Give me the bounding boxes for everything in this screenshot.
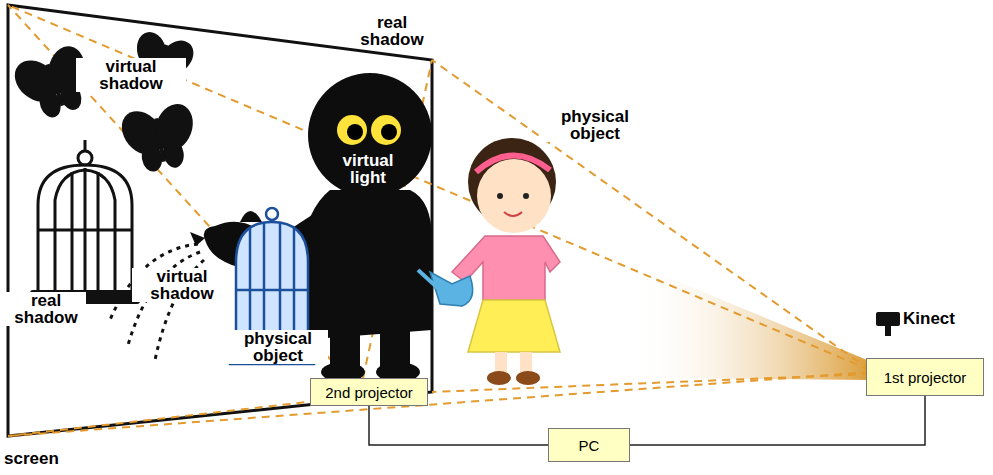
device-label: Kinect [903,310,955,327]
shadow-label: real shadow [6,292,86,326]
object-label: physical object [540,108,650,142]
projector-box: 2nd projector [310,378,428,406]
box-text: 2nd projector [319,384,419,401]
shadow-label: virtual shadow [76,58,186,92]
kinect-sensor [876,312,900,336]
cable-line [630,396,925,445]
projector-box: 1st projector [866,358,984,396]
pc-box: PC [548,428,630,462]
shadow-label: real shadow [352,14,432,48]
shadow-label: virtual shadow [132,268,232,302]
cable-line [369,406,548,445]
box-text: PC [573,437,606,454]
box-text: 1st projector [878,369,973,386]
projector-beam [630,262,872,380]
butterfly-shadows [0,22,208,177]
projection-lines [8,5,870,436]
object-label: physical object [228,330,328,364]
screen-label: screen [4,450,59,467]
girl-shadow [190,73,432,382]
light-label: virtual light [328,152,408,186]
screen-outline [8,5,432,436]
girl-figure [418,138,560,385]
virtual-light-eyes [337,115,401,145]
water-shadow [110,244,204,360]
cage-shadow [38,140,132,290]
